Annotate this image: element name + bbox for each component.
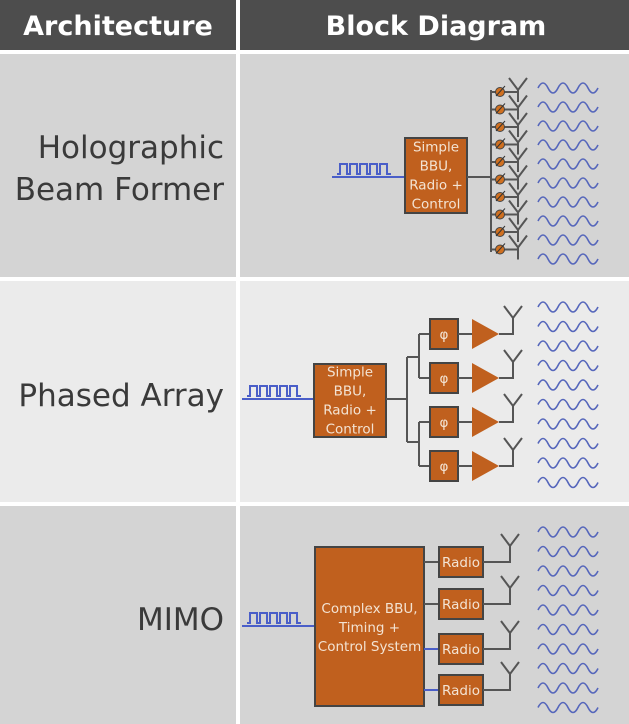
antenna-icon xyxy=(508,164,528,190)
amplifier-icon xyxy=(472,407,499,437)
radiated-wave-icon xyxy=(537,234,599,246)
antenna-icon xyxy=(503,437,523,462)
radiated-wave-icon xyxy=(537,437,599,450)
radiated-wave-icon xyxy=(537,457,599,469)
radio-label: Radio xyxy=(442,683,480,699)
bbu-block-text: Radio + xyxy=(323,403,377,419)
radiated-wave-icon xyxy=(537,584,599,597)
header-block-diagram: Block Diagram xyxy=(326,11,547,42)
radiated-wave-icon xyxy=(537,301,599,313)
radiated-wave-icon xyxy=(537,340,599,352)
complex-bbu-block-text: Control System xyxy=(318,639,421,655)
antenna-icon xyxy=(508,147,528,172)
tunable-arrow-icon xyxy=(495,103,506,114)
radiated-wave-icon xyxy=(537,82,599,94)
radio-label: Radio xyxy=(442,642,480,658)
radiated-wave-icon xyxy=(537,682,599,694)
amplifier-icon xyxy=(472,363,499,393)
label-mimo: MIMO xyxy=(137,602,224,638)
bbu-block-text: Radio + xyxy=(409,178,463,194)
antenna-icon xyxy=(508,199,528,225)
complex-bbu-block-text: Complex BBU, xyxy=(321,601,417,617)
tunable-arrow-icon xyxy=(495,173,506,184)
square-wave-icon xyxy=(247,385,301,397)
radiated-wave-icon xyxy=(537,526,599,538)
antenna-icon xyxy=(500,533,520,558)
bbu-block xyxy=(313,363,387,438)
antenna-icon xyxy=(500,575,520,600)
antenna-icon xyxy=(500,620,520,645)
radiated-wave-icon xyxy=(537,476,599,489)
tunable-arrow-icon xyxy=(495,208,506,219)
bbu-block-text: Simple xyxy=(327,365,373,381)
antenna-icon xyxy=(500,661,520,686)
tunable-arrow-icon xyxy=(495,138,506,149)
tunable-arrow-icon xyxy=(495,120,506,132)
antenna-icon xyxy=(508,94,528,120)
radiated-wave-icon xyxy=(537,623,599,636)
radiated-wave-icon xyxy=(537,379,599,391)
header-architecture: Architecture xyxy=(23,11,213,42)
radiated-wave-icon xyxy=(537,418,599,430)
radiated-wave-icon xyxy=(537,662,599,675)
antenna-icon xyxy=(508,112,528,137)
tunable-arrow-icon xyxy=(495,85,506,97)
radio-block xyxy=(438,674,484,706)
radiated-wave-icon xyxy=(537,253,599,265)
radio-label: Radio xyxy=(442,597,480,613)
phase-symbol: φ xyxy=(440,327,449,343)
complex-bbu-block-text: Timing + xyxy=(338,620,400,636)
label-beam-former: Beam Former xyxy=(15,172,225,208)
header-cell-block-diagram xyxy=(240,0,629,50)
square-wave-icon xyxy=(247,612,301,624)
radiated-wave-icon xyxy=(537,545,599,558)
radio-label: Radio xyxy=(442,555,480,571)
radiated-wave-icon xyxy=(537,701,599,714)
amplifier-icon xyxy=(472,319,499,349)
antenna-icon xyxy=(508,217,528,242)
antenna-icon xyxy=(508,234,528,260)
radiated-wave-icon xyxy=(537,398,599,411)
bbu-block-text: Control xyxy=(412,197,461,213)
radiated-wave-icon xyxy=(537,565,599,577)
label-holographic: Holographic xyxy=(38,130,224,166)
bbu-block xyxy=(404,137,468,214)
antenna-icon xyxy=(503,305,523,330)
amplifier-icon xyxy=(472,451,499,481)
bbu-block-text: Simple xyxy=(413,140,459,156)
radio-block xyxy=(438,588,484,620)
radiated-wave-icon xyxy=(537,120,599,132)
tunable-arrow-icon xyxy=(495,225,506,237)
tunable-arrow-icon xyxy=(495,190,506,202)
bbu-block-text: Control xyxy=(326,422,375,438)
phase-symbol: φ xyxy=(440,415,449,431)
radiated-wave-icon xyxy=(537,215,599,227)
phase-shifter-block xyxy=(429,450,459,482)
tunable-arrow-icon xyxy=(495,155,506,167)
radiated-wave-icon xyxy=(537,196,599,208)
complex-bbu-block xyxy=(314,546,425,707)
phase-symbol: φ xyxy=(440,371,449,387)
radiated-wave-icon xyxy=(537,359,599,372)
antenna-icon xyxy=(503,349,523,374)
antenna-icon xyxy=(508,129,528,155)
bbu-block-text: BBU, xyxy=(420,159,453,175)
label-phased-array: Phased Array xyxy=(18,378,224,414)
tunable-arrow-icon xyxy=(495,243,506,254)
antenna-icon xyxy=(503,393,523,418)
antenna-icon xyxy=(508,77,528,102)
splitter-lines xyxy=(386,334,420,466)
radiated-wave-icon xyxy=(537,158,599,170)
radiated-wave-icon xyxy=(537,604,599,616)
radiated-wave-icon xyxy=(537,320,599,333)
antenna-icon xyxy=(508,182,528,207)
radiated-wave-icon xyxy=(537,101,599,113)
radiated-wave-icon xyxy=(537,139,599,151)
header-cell-architecture xyxy=(0,0,236,50)
bbu-block-text: BBU, xyxy=(334,384,367,400)
phase-symbol: φ xyxy=(440,459,449,475)
radiated-wave-icon xyxy=(537,643,599,655)
square-wave-icon xyxy=(337,163,391,175)
radiated-wave-icon xyxy=(537,177,599,189)
